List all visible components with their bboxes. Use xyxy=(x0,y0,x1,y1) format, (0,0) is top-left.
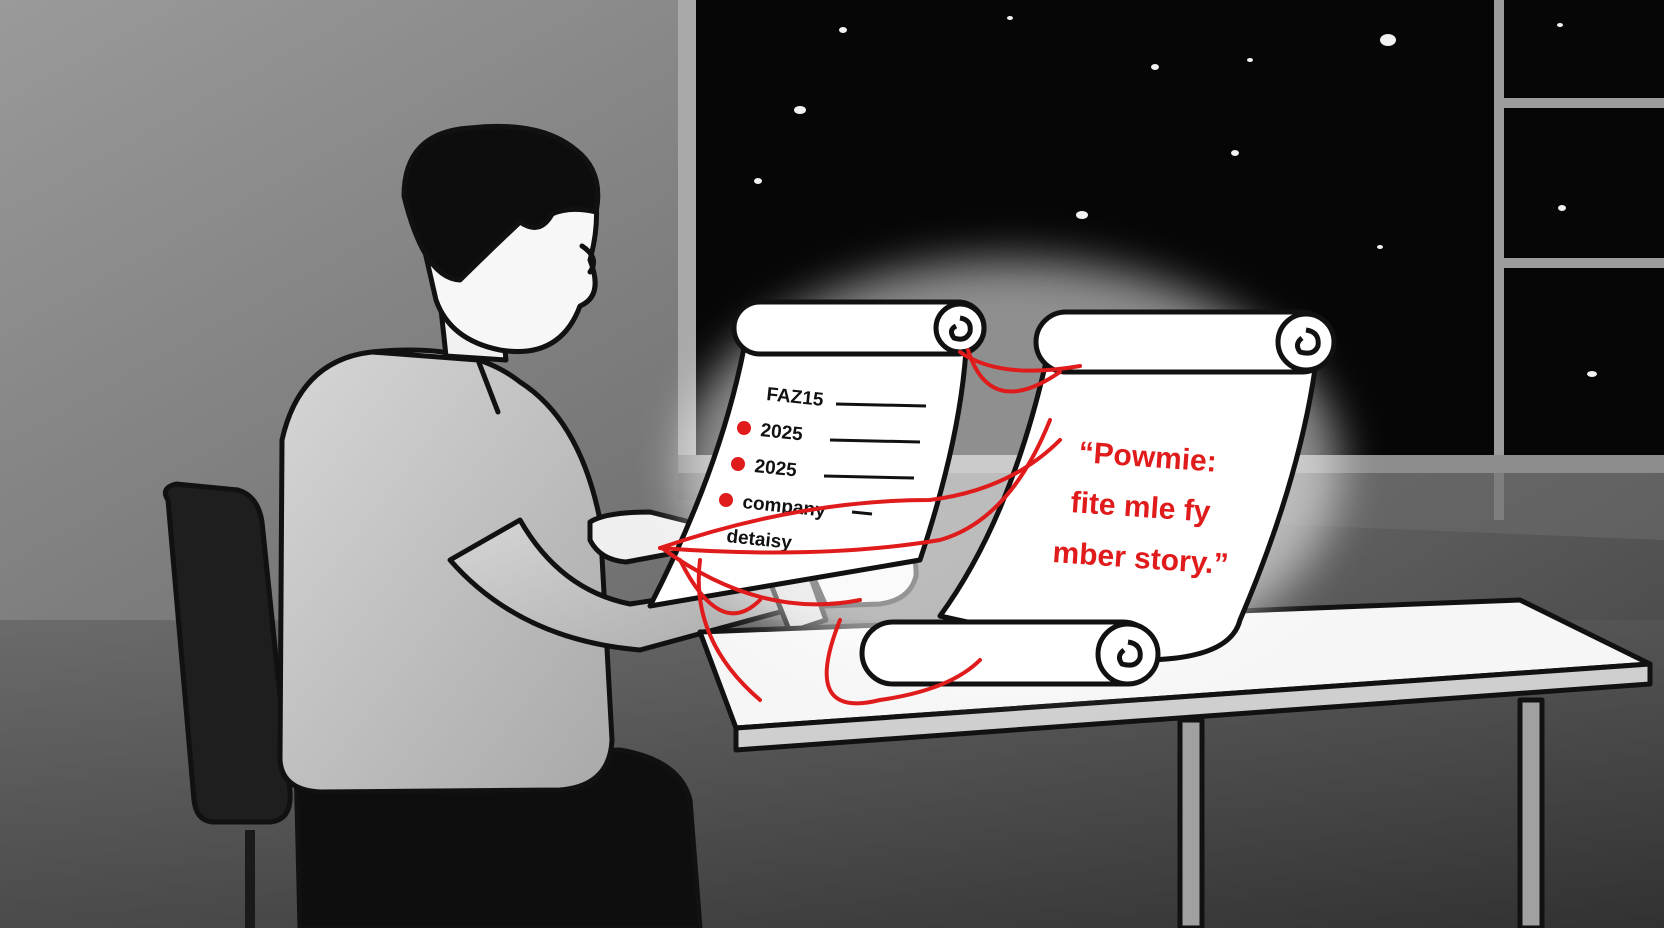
star-icon xyxy=(1007,16,1013,20)
red-threads-icon xyxy=(658,348,1082,706)
star-icon xyxy=(839,27,847,33)
left-scroll-line: 2025 xyxy=(753,456,798,481)
star-icon xyxy=(1557,23,1563,27)
bullet-icon xyxy=(719,493,733,507)
stars-icon xyxy=(754,16,1597,377)
star-icon xyxy=(1076,211,1088,219)
star-icon xyxy=(1558,205,1566,211)
star-icon xyxy=(1380,34,1396,46)
star-icon xyxy=(794,106,806,114)
bullet-icon xyxy=(737,421,751,435)
blank-line xyxy=(823,474,915,480)
star-icon xyxy=(1587,371,1597,377)
blank-line xyxy=(835,402,927,408)
star-icon xyxy=(1247,58,1253,62)
star-icon xyxy=(1231,150,1239,156)
blank-line xyxy=(851,510,873,516)
left-scroll-line: 2025 xyxy=(759,420,804,445)
star-icon xyxy=(754,178,762,184)
star-icon xyxy=(1377,245,1383,249)
bullet-icon xyxy=(731,457,745,471)
blank-line xyxy=(829,438,921,444)
star-icon xyxy=(1151,64,1159,70)
